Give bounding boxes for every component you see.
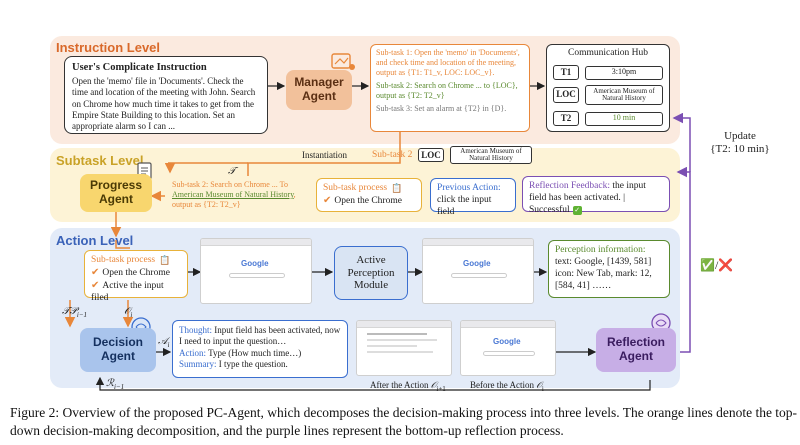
user-instruction-box: User's Complicate Instruction Open the '… (64, 56, 268, 134)
check-icon: ✔ (323, 194, 332, 206)
tau-label: 𝒯 (228, 166, 236, 177)
hub-key-t1: T1 (553, 65, 579, 81)
clipboard-icon: 📋 (391, 183, 403, 194)
action-process-item-2: Active the input filed (91, 280, 164, 303)
previous-action-text: click the input field (437, 194, 492, 217)
after-action-label: After the Action 𝒪i+1 (370, 380, 446, 393)
decision-agent[interactable]: Decision Agent (80, 328, 156, 372)
screenshot-after-action (356, 320, 452, 376)
summary-text: I type the question. (216, 358, 288, 369)
subtask-process-title: Sub-task process (323, 183, 388, 193)
perception-info-text: text: Google, [1439, 581] icon: New Tab,… (555, 256, 652, 291)
figure-caption: Figure 2: Overview of the proposed PC-Ag… (10, 405, 798, 439)
manager-icon (330, 50, 356, 72)
reflection-feedback-title: Reflection Feedback: (529, 181, 610, 191)
reflection-feedback-box: Reflection Feedback: the input field has… (522, 176, 670, 215)
screenshot-before-perception: Google (200, 238, 312, 304)
subtask-1: Sub-task 1: Open the 'memo' in 'Document… (376, 48, 520, 77)
action-subtask-process-title: Sub-task process (91, 255, 156, 265)
active-perception-module[interactable]: Active Perception Module (334, 246, 408, 300)
user-instruction-title: User's Complicate Instruction (72, 62, 207, 73)
instantiated-prefix: Sub-task 2: Search on Chrome ... To (172, 180, 288, 189)
previous-action-box: Previous Action: click the input field (430, 178, 516, 217)
instruction-level-title: Instruction Level (56, 40, 161, 55)
action-process-item-1: Open the Chrome (102, 267, 170, 278)
a-label: 𝒜i (158, 336, 170, 349)
r-label: ℛi−1 (106, 378, 125, 391)
check-icon: ✔ (91, 279, 100, 291)
hub-title: Communication Hub (568, 48, 648, 58)
hub-row-t2: T2 10 min (553, 111, 663, 127)
check-icon: ✔ (91, 266, 100, 278)
reflection-feedback-text: the input field has been activated. | Su… (529, 181, 646, 215)
o-label: 𝒪i (124, 306, 133, 319)
update-label: Update {T2: 10 min} (710, 130, 770, 156)
google-logo: Google (241, 259, 269, 268)
instantiation-label: Instantiation (302, 150, 347, 160)
action-title: Action: (179, 347, 206, 358)
summary-title: Summary: (179, 358, 217, 369)
instantiated-link: American Museum of Natural History (172, 190, 294, 199)
hub-key-loc: LOC (553, 87, 579, 103)
hub-key-t2: T2 (553, 111, 579, 127)
search-box (451, 273, 507, 278)
user-instruction-text: Open the 'memo' file in 'Documents'. Che… (72, 76, 256, 132)
thought-box: Thought: Input field has been activated,… (172, 320, 348, 378)
screenshot-before-action: Google (460, 320, 556, 376)
perception-info-title: Perception information: (555, 245, 646, 255)
subtask-process-box: Sub-task process 📋 ✔Open the Chrome (316, 178, 422, 212)
subtask2-label: Sub-task 2 (372, 150, 413, 160)
instantiated-subtask-box: Sub-task 2: Search on Chrome ... To Amer… (168, 178, 308, 214)
search-box (229, 273, 285, 278)
perception-info-box: Perception information: text: Google, [1… (548, 240, 670, 298)
instantiated-suffix: , output as {T2: T2_v} (172, 190, 296, 209)
subtask-loc-key: LOC (418, 148, 444, 162)
subtask-process-item: Open the Chrome (334, 195, 402, 206)
screenshot-after-perception: Google (422, 238, 534, 304)
manager-agent[interactable]: Manager Agent (286, 70, 352, 110)
progress-agent[interactable]: Progress Agent (80, 174, 152, 212)
tp-label: 𝒯𝒫i−1 (62, 306, 88, 319)
previous-action-title: Previous Action: (437, 183, 501, 193)
reflection-agent[interactable]: Reflection Agent (596, 328, 676, 372)
thought-title: Thought: (179, 325, 212, 335)
clipboard-icon: 📋 (159, 255, 171, 266)
subtask-loc-value: American Museum of Natural History (450, 146, 532, 164)
subtask-3: Sub-task 3: Set an alarm at {T2} in {D}. (376, 104, 507, 113)
before-action-label: Before the Action 𝒪i (470, 380, 544, 393)
hub-value-t1: 3:10pm (585, 65, 663, 80)
hub-value-t2: 10 min (585, 111, 663, 126)
subtask-2: Sub-task 2: Search on Chrome ... to {LOC… (376, 81, 518, 100)
hub-row-t1: T1 3:10pm (553, 65, 663, 81)
hub-value-loc: American Museum of Natural History (585, 85, 663, 105)
google-logo: Google (493, 337, 521, 346)
subtasks-box: Sub-task 1: Open the 'memo' in 'Document… (370, 44, 530, 132)
subtask-level-title: Subtask Level (56, 153, 144, 168)
action-subtask-process-box: Sub-task process 📋 ✔Open the Chrome ✔Act… (84, 250, 188, 303)
hub-row-loc: LOC American Museum of Natural History (553, 85, 663, 105)
google-logo: Google (463, 259, 491, 268)
action-text: Type (How much time…) (206, 347, 302, 358)
thought-text: Input field has been activated, now I ne… (179, 325, 341, 347)
check-cross-icon: ✅/❌ (700, 258, 734, 272)
success-check-icon: ✓ (572, 205, 582, 215)
communication-hub: Communication Hub T1 3:10pm LOC American… (546, 44, 670, 132)
search-box (483, 351, 535, 356)
